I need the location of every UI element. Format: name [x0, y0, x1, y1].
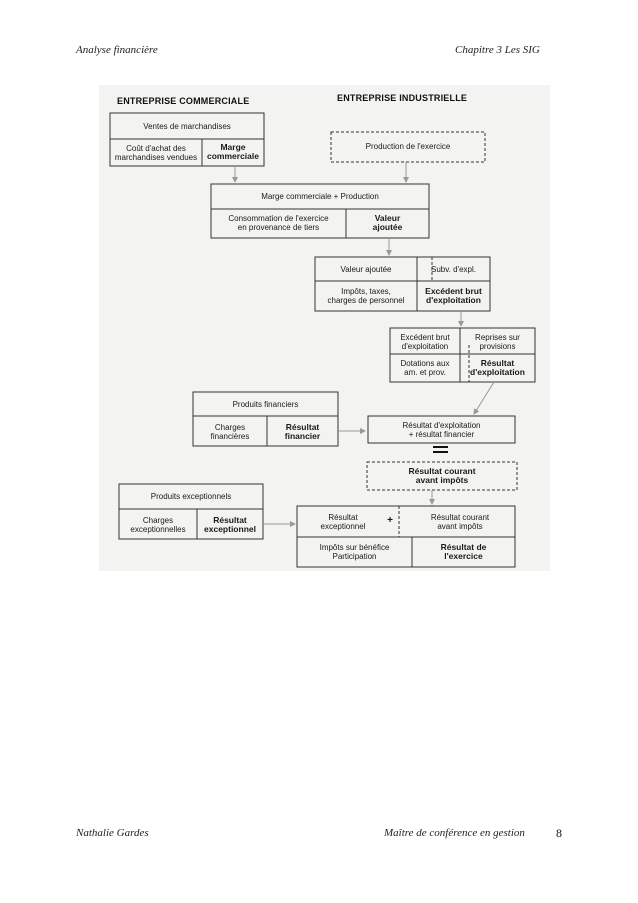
ebe-label: Excédent brut d'exploitation: [400, 333, 450, 351]
produits-exc-label: Produits exceptionnels: [150, 492, 232, 501]
impots-taxes-label: Impôts, taxes, charges de personnel: [327, 287, 405, 305]
equals-sign: =: [433, 442, 449, 451]
charges-fin-label: Charges financières: [210, 423, 250, 441]
figure-lines: [109, 112, 536, 568]
subv-label: Subv. d'expl.: [431, 265, 476, 274]
footer-left: Nathalie Gardes: [76, 827, 149, 839]
page-number: 8: [556, 826, 562, 840]
industrial-title: ENTREPRISE INDUSTRIELLE: [337, 93, 468, 103]
header-left: Analyse financière: [76, 44, 158, 56]
rexc-result: Résultat exceptionnel: [204, 515, 256, 534]
sig-cascade-figure: ENTREPRISE COMMERCIALE ENTREPRISE INDUST…: [99, 85, 550, 571]
rfin-result: Résultat financier: [284, 422, 321, 441]
rcai-label: Résultat courant avant impôts: [408, 466, 476, 485]
rex-plus-rfin-label: Résultat d'exploitation + résultat finan…: [402, 421, 481, 439]
charges-exc-label: Charges exceptionnelles: [130, 516, 186, 534]
resultat-exercice-result: Résultat de l'exercice: [440, 542, 487, 561]
ebe-result: Excédent brut d'exploitation: [425, 286, 482, 305]
dotations-label: Dotations aux am. et prov.: [400, 359, 450, 377]
commercial-title: ENTREPRISE COMMERCIALE: [117, 96, 250, 106]
consommation-label: Consommation de l'exercice en provenance…: [228, 214, 329, 232]
ventes-label: Ventes de marchandises: [143, 122, 231, 131]
impots-benef-label: Impôts sur bénéfice Participation: [319, 543, 390, 561]
produits-fin-label: Produits financiers: [232, 400, 299, 409]
marge-result: Marge commerciale: [207, 142, 259, 161]
valeur-ajoutee-label: Valeur ajoutée: [340, 265, 392, 274]
cout-achat-label: Coût d'achat des marchandises vendues: [114, 144, 198, 162]
reprises-label: Reprises sur provisions: [475, 333, 520, 351]
marge-production-label: Marge commerciale + Production: [261, 192, 379, 201]
rex-result: Résultat d'exploitation: [470, 358, 525, 377]
rcai2-label: Résultat courant avant impôts: [430, 513, 490, 531]
valeur-ajoutee-result: Valeur ajoutée: [372, 213, 403, 232]
plus-sign: +: [387, 515, 393, 526]
footer-right: Maître de conférence en gestion: [384, 827, 525, 839]
header-right: Chapitre 3 Les SIG: [455, 44, 540, 56]
production-label: Production de l'exercice: [365, 142, 451, 151]
rexc-label: Résultat exceptionnel: [320, 513, 366, 531]
